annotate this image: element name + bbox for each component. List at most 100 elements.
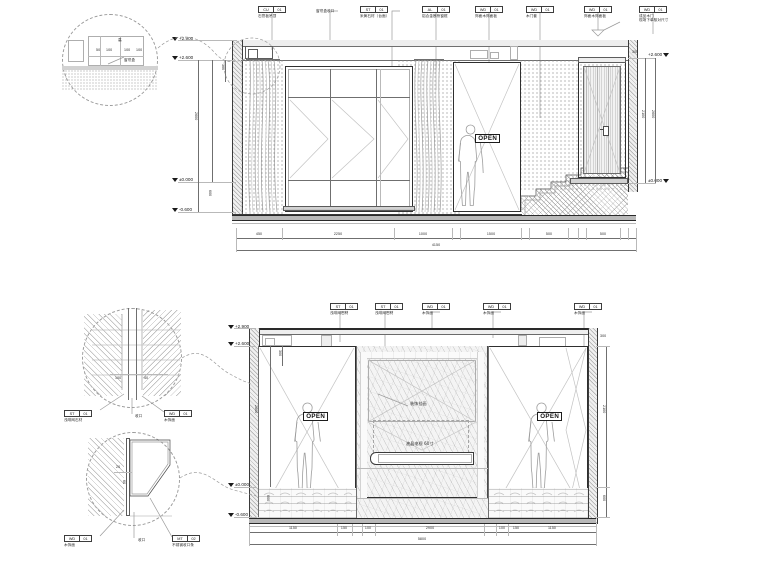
level-value: ±0.000 [235, 482, 250, 487]
wall-niche-box [510, 46, 518, 60]
callout-rev: 01 [183, 411, 188, 416]
bot-wit-f [484, 524, 485, 536]
level-triangle-icon [172, 55, 178, 60]
detail-skirting-shape [129, 439, 172, 517]
callout-code: WD [484, 304, 499, 309]
dim-witness-k [620, 228, 621, 240]
dim-witness-b [282, 228, 283, 240]
callout-code: WD [640, 7, 655, 12]
window-swing-lines [289, 99, 409, 179]
bot-grade-line [249, 526, 596, 527]
top-right-wall-section [628, 40, 638, 192]
curtain-rod-right [414, 59, 444, 60]
callout-code: ST [376, 304, 391, 309]
callout-desc: 木饰面 [64, 542, 75, 547]
callout-desc: 成品木门 现场下单核对尺寸 [639, 13, 669, 22]
tv-wall-reveal-right [488, 346, 489, 518]
callout-rev: 01 [658, 7, 663, 12]
level-marker-top-2900: +2.900 [172, 36, 193, 41]
dim-chain-right-outer [655, 58, 656, 183]
callout-code: MT [173, 536, 188, 541]
level-marker-top-right-2600: +2.600 [648, 52, 670, 57]
callout-rev: 01 [502, 304, 507, 309]
detail-skirting-tag-leaders [99, 497, 173, 538]
top-dimline-total [236, 250, 636, 251]
dim-right-300: 300 [632, 50, 639, 54]
curtain-rod-left [246, 59, 280, 60]
open-badge-top: OPEN [475, 134, 501, 144]
detail-bubble-curtain-box[interactable] [62, 14, 158, 106]
detail-curtain-div-1 [100, 36, 101, 66]
detail-skirting-profile [126, 438, 130, 516]
dim-chain-left-outer [198, 60, 199, 212]
dim-witness-c [394, 228, 395, 240]
window-mullion-2b [380, 69, 381, 209]
detail-curtain-mid [88, 56, 144, 57]
bot-dim-chain-inner [270, 346, 271, 487]
callout-rev: 01 [379, 7, 384, 12]
callout-code: WD [527, 7, 542, 12]
callout-code: CU [259, 7, 274, 12]
bot-wit-e [375, 524, 376, 536]
callout-desc: 木门套 [526, 13, 537, 18]
ext-line-2600 [178, 60, 236, 61]
detail-curtain-div-2 [120, 36, 121, 66]
bot-dim-left-300: 300 [278, 350, 283, 357]
dim-witness-d [452, 228, 453, 240]
dim-witness-f [521, 228, 522, 240]
dim-right-2600: 2600 [651, 110, 656, 119]
door-landing [570, 178, 628, 184]
wood-door-swing [583, 66, 621, 174]
level-marker-bot-2900: +2.900 [228, 324, 249, 329]
bot-ext-2900 [234, 328, 256, 329]
callout-desc: 浅啡网石材 [330, 310, 349, 315]
detail-bubble-skirting[interactable] [86, 432, 180, 526]
dim-witness-j [586, 228, 587, 240]
detail-joint-dim-line [110, 374, 168, 375]
tv-wall-reveal-left [356, 346, 357, 518]
callout-rev: 01 [83, 411, 88, 416]
top-floor-finish-line [232, 214, 522, 215]
bot-dim-left-600: 600 [266, 495, 271, 502]
detail-wall-hatch [62, 70, 158, 90]
detail-skirting-dim-2: 60 [122, 480, 127, 485]
callout-desc: 石膏板吊顶 [258, 13, 277, 18]
bot-wit-d [362, 524, 363, 536]
tv-wall-frame-band-right [477, 352, 484, 498]
level-triangle-icon [663, 178, 670, 183]
detail-joint-tag-leaders [99, 393, 165, 414]
bot-wit-i [596, 524, 597, 546]
detail-joint-hatch-left [84, 314, 122, 396]
window-mullion-2 [376, 69, 377, 209]
detail-dim-1: 50 [96, 48, 101, 52]
door-handle-icon [603, 126, 609, 136]
callout-rev: 01 [603, 7, 608, 12]
dim-left-2600: 2600 [194, 112, 199, 121]
callout-desc: 窗帘盒收口 [316, 9, 335, 13]
curtain-box-inner [248, 49, 258, 59]
callout-code: WD [575, 304, 590, 309]
tv-wall-inset-diagonals [367, 359, 477, 451]
dim-top-total: 4150 [431, 243, 441, 247]
detail-curtain-label: 窗帘盒 [124, 58, 135, 62]
callout-rev: 01 [277, 7, 282, 12]
callout-rev: 01 [441, 304, 446, 309]
bot-dim-chain-outer [258, 346, 259, 517]
